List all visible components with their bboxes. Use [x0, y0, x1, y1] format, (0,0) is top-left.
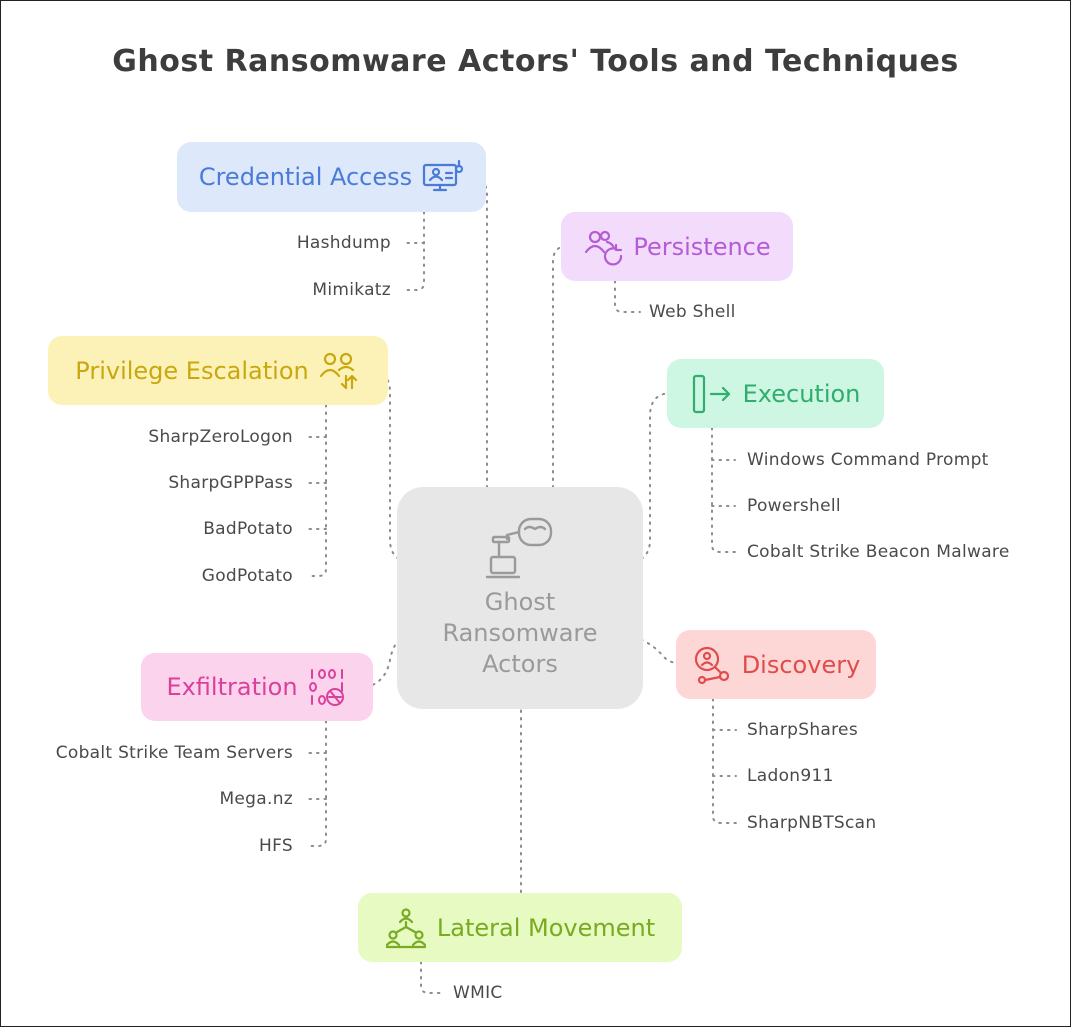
category-label: Persistence [633, 232, 771, 261]
category-persistence[interactable]: Persistence [561, 212, 793, 281]
diagram-title: Ghost Ransomware Actors' Tools and Techn… [112, 44, 959, 79]
technique-mimikatz: Mimikatz [312, 280, 391, 300]
technique-hfs: HFS [259, 836, 293, 856]
technique-powershell: Powershell [747, 496, 841, 516]
center-label-line: Ransomware [442, 619, 598, 647]
connector-credential [471, 177, 488, 496]
leaf-wire-privilege [307, 404, 327, 577]
category-label: Exfiltration [166, 673, 298, 701]
terminal-arrow-icon [692, 374, 730, 413]
technique-hashdump: Hashdump [296, 233, 391, 253]
category-label: Discovery [741, 650, 861, 679]
center-label-line: Ghost [484, 588, 556, 616]
network-users-icon [385, 907, 426, 948]
monitor-user-icon [423, 159, 464, 192]
connector-persistence [552, 245, 569, 496]
technique-godpotato: GodPotato [201, 566, 293, 586]
leaf-wire-persistence [614, 280, 641, 313]
leaf-wire-exfiltration [307, 720, 327, 847]
technique-sharpgpppass: SharpGPPPass [168, 473, 293, 493]
category-execution[interactable]: Execution [667, 359, 884, 428]
leaf-wire-credential [404, 211, 425, 291]
leaf-wire-lateral [420, 961, 443, 994]
binary-disc-icon [308, 669, 344, 706]
technique-cobalt-strike-team-servers: Cobalt Strike Team Servers [55, 743, 293, 763]
vr-headset-laptop-icon [485, 517, 553, 579]
technique-badpotato: BadPotato [203, 519, 293, 539]
users-arrows-icon [319, 352, 357, 389]
category-privilege-escalation[interactable]: Privilege Escalation [48, 336, 388, 405]
technique-sharpzerologon: SharpZeroLogon [148, 427, 293, 447]
technique-ladon911: Ladon911 [747, 766, 834, 786]
category-discovery[interactable]: Discovery [676, 630, 876, 699]
technique-sharpshares: SharpShares [747, 720, 858, 740]
users-refresh-icon [585, 230, 623, 265]
center-label: Ghost Ransomware Actors [397, 587, 643, 680]
leaf-wire-execution [711, 427, 736, 553]
technique-mega-nz: Mega.nz [219, 789, 293, 809]
category-label: Privilege Escalation [75, 356, 309, 385]
category-label: Execution [742, 379, 861, 408]
category-label: Lateral Movement [436, 913, 656, 942]
category-label: Credential Access [198, 163, 413, 191]
center-label-line: Actors [482, 650, 558, 678]
technique-cobalt-strike-beacon: Cobalt Strike Beacon Malware [747, 542, 1010, 562]
technique-web-shell: Web Shell [649, 302, 736, 322]
technique-windows-command-prompt: Windows Command Prompt [747, 450, 989, 470]
search-network-icon [694, 646, 729, 684]
leaf-wire-discovery [712, 698, 737, 824]
category-lateral-movement[interactable]: Lateral Movement [358, 893, 682, 962]
category-credential-access[interactable]: Credential Access [177, 142, 486, 212]
category-exfiltration[interactable]: Exfiltration [141, 653, 373, 721]
center-node[interactable]: Ghost Ransomware Actors [397, 487, 643, 709]
technique-sharpnbtscan: SharpNBTScan [747, 813, 877, 833]
technique-wmic: WMIC [453, 983, 503, 1003]
